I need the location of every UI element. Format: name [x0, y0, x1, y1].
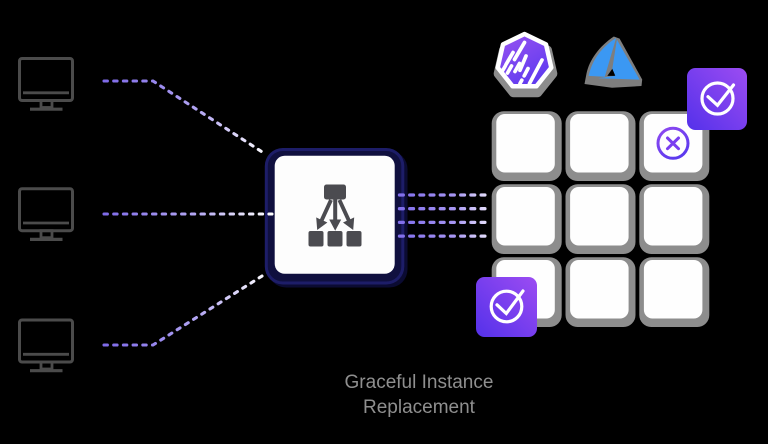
svg-text:Graceful Instance: Graceful Instance — [345, 372, 494, 393]
svg-text:Replacement: Replacement — [363, 397, 476, 418]
